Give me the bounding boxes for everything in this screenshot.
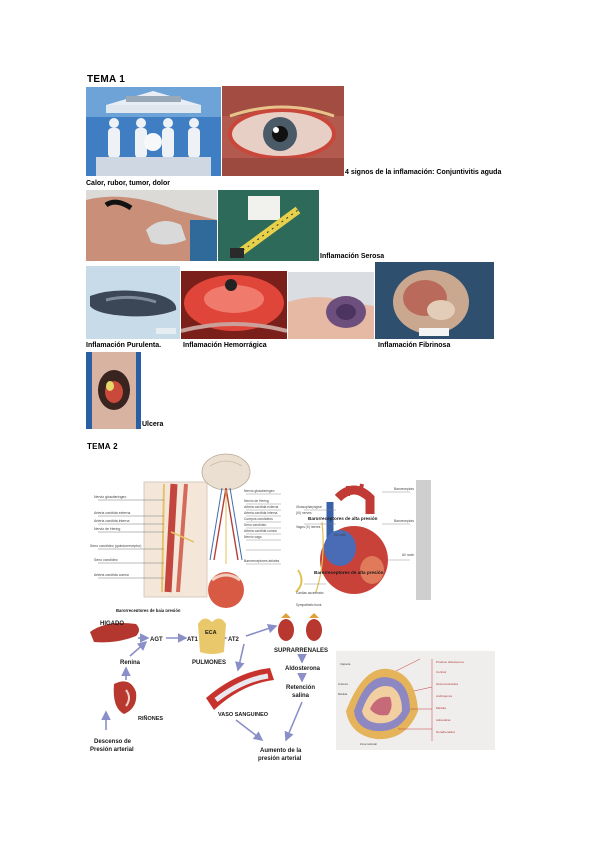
- baro-high-label-bottom: Barorreceptores de alta presión: [314, 570, 384, 575]
- purulent-image: [86, 266, 180, 339]
- raas-retencion-1: Retención: [286, 685, 315, 691]
- svg-text:Médula: Médula: [436, 706, 446, 710]
- caption-purulenta: Inflamación Purulenta.: [86, 342, 162, 349]
- caption-hemorragica: Inflamación Hemorrágica: [183, 342, 267, 349]
- raas-aldosterona: Aldosterona: [285, 666, 321, 672]
- svg-text:Baroreceptors: Baroreceptors: [394, 487, 414, 491]
- svg-text:Zona reticular: Zona reticular: [360, 742, 377, 746]
- baro-high-label-top: Barorreceptores de alta presión: [308, 516, 378, 521]
- svg-text:Seno carotídeo: Seno carotídeo: [244, 523, 267, 527]
- svg-text:Arteria carótida común: Arteria carótida común: [94, 573, 129, 577]
- raas-descenso-1: Descenso de: [94, 739, 132, 745]
- svg-text:Sympathetic trunk: Sympathetic trunk: [296, 603, 322, 607]
- svg-text:Nervio de Hering: Nervio de Hering: [244, 499, 269, 503]
- svg-text:Nervio glosofaríngeo: Nervio glosofaríngeo: [244, 489, 275, 493]
- tema1-heading: TEMA 1: [87, 74, 126, 85]
- caption-fibrinosa: Inflamación Fibrinosa: [378, 342, 451, 349]
- svg-text:Glucocorticoides: Glucocorticoides: [436, 682, 459, 686]
- svg-text:Arteria carótida interna: Arteria carótida interna: [244, 511, 278, 515]
- svg-text:Adrenalina: Adrenalina: [436, 718, 451, 722]
- heart-image: [375, 262, 494, 339]
- svg-text:Corteza: Corteza: [338, 682, 348, 686]
- conjunctivitis-eye-image: [222, 86, 344, 176]
- svg-text:Médula: Médula: [338, 692, 348, 696]
- tema2-heading: TEMA 2: [87, 442, 118, 451]
- svg-text:Noradrenalina: Noradrenalina: [436, 730, 455, 734]
- caption-calor: Calor, rubor, tumor, dolor: [86, 180, 171, 187]
- svg-text:Cuerpos carotídeos: Cuerpos carotídeos: [244, 517, 273, 521]
- fibrinous-hand-image: [288, 272, 374, 339]
- svg-text:Barorreceptores atriales: Barorreceptores atriales: [244, 559, 280, 563]
- raas-eca: ECA: [205, 630, 217, 636]
- raas-aumento-2: presión arterial: [258, 756, 302, 762]
- svg-text:Seno carotídeo: Seno carotídeo: [94, 558, 118, 562]
- svg-text:SA node: SA node: [334, 533, 346, 537]
- svg-text:(IX) nerves: (IX) nerves: [296, 511, 312, 515]
- raas-pulmones: PULMONES: [192, 660, 226, 666]
- raas-renina: Renina: [120, 660, 141, 666]
- svg-text:Cardiac accelerator: Cardiac accelerator: [296, 591, 325, 595]
- caption-serosa: Inflamación Serosa: [320, 253, 385, 260]
- statues-image: [86, 87, 221, 176]
- raas-at1: AT1: [187, 637, 199, 643]
- raas-agt: AGT: [150, 637, 163, 643]
- hemorrhagic-eye-image: [181, 271, 287, 339]
- svg-text:Arteria carótida interna: Arteria carótida interna: [94, 519, 129, 523]
- raas-suprarrenales: SUPRARRENALES: [274, 648, 328, 654]
- arm-image: [86, 190, 217, 261]
- tape-measure-image: [218, 190, 319, 261]
- raas-rinones: RIÑONES: [138, 715, 163, 722]
- svg-text:Produce aldosterona: Produce aldosterona: [436, 660, 464, 664]
- svg-text:AV node: AV node: [402, 553, 414, 557]
- svg-text:Nervio glosofaríngeo: Nervio glosofaríngeo: [94, 495, 126, 499]
- caption-ulcera: Ulcera: [142, 421, 164, 428]
- baro-low-label: Barorreceptores de baja presión: [116, 608, 181, 613]
- raas-retencion-2: salina: [292, 693, 310, 699]
- svg-text:Baroreceptors: Baroreceptors: [394, 519, 414, 523]
- raas-descenso-2: Presión arterial: [90, 747, 134, 753]
- adrenal-cortex-diagram: Produce aldosterona Cortisol Glucocortic…: [336, 651, 495, 750]
- raas-vaso: VASO SANGUINEO: [218, 712, 269, 718]
- caption-signos: 4 signos de la inflamación: Conjuntiviti…: [345, 169, 502, 176]
- raas-diagram: HIGADO AGT AT1 AT2 ECA PULMONES SUPRARRE…: [86, 612, 338, 767]
- svg-text:Glossopharyngeal: Glossopharyngeal: [296, 505, 322, 509]
- svg-text:Cápsula: Cápsula: [340, 662, 351, 666]
- baroreceptor-diagram: Nervio glosofaríngeo Arteria carótida ex…: [86, 452, 431, 615]
- ulcer-image: [86, 352, 141, 429]
- raas-at2: AT2: [228, 637, 240, 643]
- svg-text:Vagus (X) nerves: Vagus (X) nerves: [296, 525, 321, 529]
- svg-text:Andrógenos: Andrógenos: [436, 694, 453, 698]
- svg-text:Arteria carótida común: Arteria carótida común: [244, 529, 277, 533]
- raas-higado: HIGADO: [100, 621, 124, 627]
- raas-aumento-1: Aumento de la: [260, 748, 302, 754]
- svg-text:Seno carotídeo (quimiorrecepto: Seno carotídeo (quimiorreceptor): [90, 544, 141, 548]
- svg-text:Nervio vago: Nervio vago: [244, 535, 262, 539]
- svg-text:Arteria carótida externa: Arteria carótida externa: [94, 511, 130, 515]
- svg-text:Arteria carótida externa: Arteria carótida externa: [244, 505, 278, 509]
- svg-text:Cortisol: Cortisol: [436, 670, 447, 674]
- svg-text:Nervio de Hering: Nervio de Hering: [94, 527, 120, 531]
